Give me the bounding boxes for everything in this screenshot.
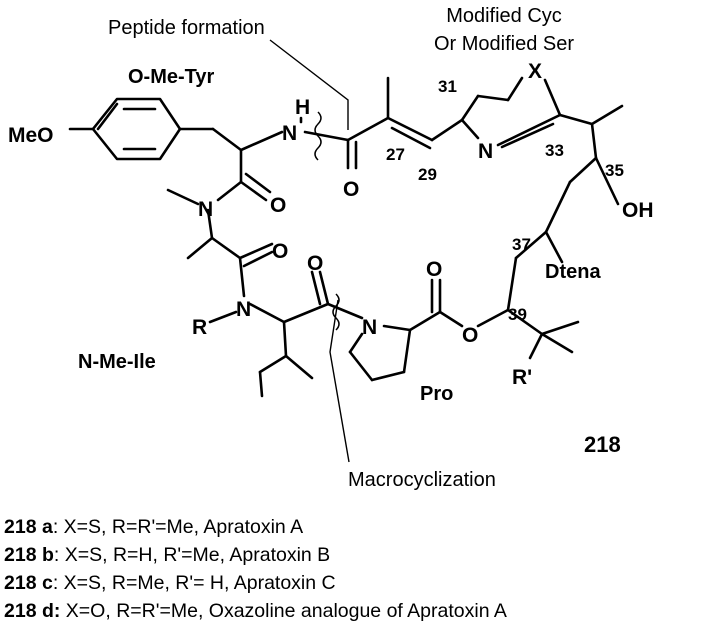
atom-o: O — [272, 240, 288, 263]
residue-o-me-tyr: O-Me-Tyr — [128, 66, 215, 88]
peptide-cut-mark — [314, 111, 322, 161]
bond — [500, 122, 555, 149]
bond — [540, 332, 574, 354]
atom-n: N — [236, 298, 251, 321]
atom-o: O — [426, 258, 442, 281]
bond — [496, 113, 562, 147]
bond — [258, 354, 288, 374]
bond — [239, 180, 268, 202]
legend-item: 218 c: X=S, R=Me, R'= H, Apratoxin C — [4, 572, 336, 594]
bond — [408, 310, 442, 332]
locant-27: 27 — [386, 145, 405, 164]
atom-n: N — [198, 198, 213, 221]
bond — [284, 354, 314, 380]
atom-x: X — [528, 60, 542, 83]
bond — [242, 250, 274, 268]
atom-r-prime: R' — [512, 366, 532, 389]
bond — [166, 188, 200, 206]
bond — [238, 242, 274, 260]
bond — [186, 236, 214, 260]
bond — [568, 156, 598, 184]
bond — [594, 156, 620, 206]
locant-35: 35 — [605, 161, 624, 180]
annotation-macrocyclization: Macrocyclization — [348, 469, 496, 491]
atom-meo: MeO — [8, 124, 54, 147]
locant-29: 29 — [418, 165, 437, 184]
bond — [346, 116, 390, 142]
locant-31: 31 — [438, 77, 457, 96]
bond — [590, 122, 598, 160]
bond — [476, 308, 510, 328]
bond — [303, 130, 350, 142]
bond — [460, 94, 480, 122]
atom-o: O — [307, 252, 323, 275]
bond — [244, 172, 272, 194]
bond — [318, 270, 330, 306]
annotation-modified-ser: Or Modified Ser — [434, 33, 574, 55]
bond — [476, 94, 510, 102]
legend-item: 218 d: X=O, R=R'=Me, Oxazoline analogue … — [4, 600, 507, 622]
bond — [216, 180, 243, 202]
bond — [258, 370, 264, 398]
bond — [282, 302, 330, 324]
bond — [386, 116, 434, 142]
bond — [326, 302, 364, 320]
bond — [348, 350, 374, 382]
bond — [238, 256, 246, 298]
legend-item: 218 b: X=S, R=H, R'=Me, Apratoxin B — [4, 544, 331, 566]
bond — [370, 370, 406, 382]
bond — [310, 270, 322, 306]
locant-37: 37 — [512, 235, 531, 254]
bond — [390, 126, 432, 150]
bond — [211, 127, 243, 152]
bond — [96, 102, 119, 131]
bond — [506, 256, 518, 312]
bond — [402, 328, 412, 374]
atom-oh: OH — [622, 199, 654, 222]
macrocyclization-cut-mark — [332, 293, 340, 331]
compound-number: 218 — [584, 432, 621, 457]
atom-o: O — [343, 178, 359, 201]
bond — [544, 180, 572, 234]
bond — [438, 310, 464, 328]
bond — [239, 130, 284, 152]
bond — [544, 230, 564, 264]
bond — [282, 320, 288, 358]
bond — [543, 78, 562, 117]
atom-r: R — [192, 316, 207, 339]
bond — [206, 208, 214, 240]
bond — [208, 310, 238, 324]
bond — [460, 118, 480, 140]
bond — [430, 118, 464, 142]
residue-dtena: Dtena — [545, 261, 601, 283]
atom-o: O — [462, 324, 478, 347]
atom-n: N — [282, 122, 297, 145]
atom-o: O — [270, 194, 286, 217]
atom-h: H — [295, 96, 310, 119]
legend-item: 218 a: X=S, R=R'=Me, Apratoxin A — [4, 516, 304, 538]
annotation-peptide-formation: Peptide formation — [108, 17, 265, 39]
bond — [590, 104, 624, 126]
bond — [514, 230, 548, 260]
residue-n-me-ile: N-Me-Ile — [78, 351, 156, 373]
bond — [558, 113, 594, 126]
bond — [528, 332, 544, 360]
bond — [382, 324, 412, 332]
peptide-pointer-line — [269, 39, 349, 130]
atom-n: N — [362, 316, 377, 339]
bond — [506, 308, 544, 336]
bond — [248, 302, 286, 324]
bond — [540, 320, 580, 336]
residue-pro: Pro — [420, 383, 453, 405]
locant-33: 33 — [545, 141, 564, 160]
bond — [506, 76, 524, 102]
bond — [210, 236, 242, 260]
annotation-modified-cyc: Modified Cyc — [446, 5, 562, 27]
bond — [348, 332, 364, 354]
atom-n: N — [478, 140, 493, 163]
apratoxin-structure: Peptide formation Modified Cyc Or Modifi… — [8, 5, 654, 491]
